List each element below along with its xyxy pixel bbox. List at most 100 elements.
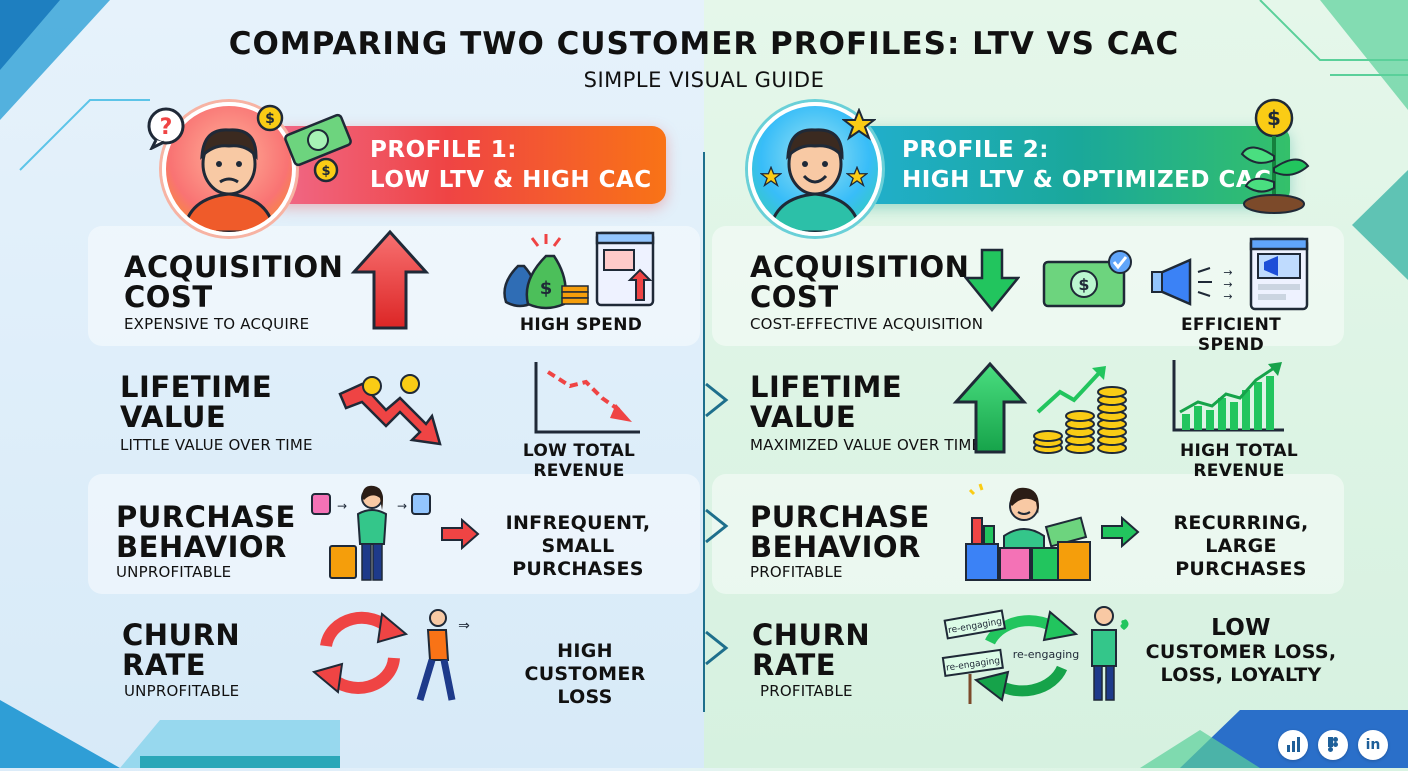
p2-acquisition-sub: COST-EFFECTIVE ACQUISITION (750, 315, 984, 333)
p2-lifetime-label: LIFETIME VALUE (750, 372, 902, 432)
p2-purchase-caption: RECURRING, LARGE PURCHASES (1140, 512, 1342, 581)
p1-churn-sub: UNPROFITABLE (124, 682, 240, 700)
star-icon (760, 166, 782, 188)
profile-2-title: PROFILE 2: (902, 137, 1049, 163)
p2-churn-label-line1: CHURN (752, 618, 871, 652)
p2-churn-caption: LOW CUSTOMER LOSS, LOSS, LOYALTY (1138, 616, 1344, 687)
red-right-arrow-icon (441, 518, 480, 550)
svg-text:$: $ (1267, 106, 1281, 130)
money-plant-icon: $ (1240, 98, 1310, 214)
red-up-arrow-icon (350, 229, 430, 330)
re-engaging-cycle-icon: re-engaging re-engaging re-engaging (941, 609, 1079, 704)
p2-lifetime-label-line1: LIFETIME (750, 370, 903, 404)
browser-ad-icon (1249, 237, 1309, 311)
p1-purchase-label-line1: PURCHASE (116, 500, 296, 534)
center-divider (703, 152, 705, 712)
divider-chevron-icon (705, 630, 729, 666)
chart-icon[interactable] (1278, 730, 1308, 760)
p1-lifetime-label-line2: VALUE (120, 400, 227, 434)
p2-acquisition-label-line1: ACQUISITION (750, 250, 970, 284)
p1-lifetime-label: LIFETIME VALUE (120, 372, 272, 432)
p1-purchase-label-line2: BEHAVIOR (116, 530, 287, 564)
svg-text:?: ? (160, 115, 173, 140)
p1-acquisition-label-line2: COST (124, 280, 213, 314)
p1-purchase-caption-line2: SMALL PURCHASES (512, 535, 644, 580)
svg-text:$: $ (265, 111, 275, 127)
p1-churn-caption: HIGH CUSTOMER LOSS (494, 640, 676, 709)
side-triangle-right (1352, 170, 1408, 280)
p2-purchase-label-line1: PURCHASE (750, 500, 930, 534)
page-title: COMPARING TWO CUSTOMER PROFILES: LTV VS … (228, 26, 1180, 62)
loyal-customer-icon (1091, 606, 1129, 701)
svg-text:→: → (1223, 266, 1232, 279)
p1-lifetime-label-line1: LIFETIME (120, 370, 273, 404)
svg-text:→: → (1223, 290, 1232, 303)
megaphone-icon: → → → (1151, 258, 1233, 306)
red-cycle-arrows-icon (311, 611, 409, 694)
star-icon (846, 166, 868, 188)
linkedin-icon[interactable]: in (1358, 730, 1388, 760)
corner-decoration-bottom-left (0, 700, 340, 768)
corner-decoration-top-left (0, 0, 150, 171)
p2-churn-label-line2: RATE (752, 648, 837, 682)
shopper-woman-icon: → → (311, 485, 431, 581)
p2-purchase-caption-line1: RECURRING, (1173, 512, 1309, 534)
divider-chevron-icon (705, 382, 729, 418)
flying-money-icon: $ $ (256, 104, 352, 183)
p1-acquisition-label: ACQUISITION COST (124, 252, 343, 312)
figma-icon[interactable] (1318, 730, 1348, 760)
row-bg-right-acquisition (712, 226, 1344, 346)
green-right-arrow-icon (1101, 516, 1140, 548)
money-bags-icon: $ (503, 234, 589, 310)
profile-2-subtitle: HIGH LTV & OPTIMIZED CAC (902, 167, 1272, 193)
coin-stacks-growth-icon (1033, 366, 1127, 454)
chart-icon-glyph (1287, 737, 1300, 752)
walking-away-person-icon: ⇒ (416, 609, 470, 702)
svg-text:→: → (397, 499, 407, 513)
p2-churn-caption-line3: LOSS, LOYALTY (1160, 664, 1322, 686)
corner-decoration-top-right (1259, 0, 1408, 110)
p1-purchase-label: PURCHASE BEHAVIOR (116, 502, 296, 562)
p1-acquisition-caption: HIGH SPEND (519, 315, 643, 335)
p1-churn-label: CHURN RATE (122, 620, 240, 680)
p2-acquisition-label: ACQUISITION COST (750, 252, 969, 312)
p1-purchase-caption-line1: INFREQUENT, (505, 512, 651, 534)
svg-text:→: → (337, 499, 347, 513)
p1-churn-label-line1: CHURN (122, 618, 241, 652)
question-bubble-icon: ? (147, 107, 185, 150)
declining-chart-icon (534, 362, 640, 434)
p1-churn-caption-line2: CUSTOMER LOSS (524, 663, 646, 708)
p2-churn-caption-line1: LOW (1211, 615, 1271, 641)
sad-person-icon (182, 128, 276, 232)
profile-1-subtitle: LOW LTV & HIGH CAC (370, 167, 652, 193)
p1-lifetime-caption: LOW TOTAL REVENUE (522, 441, 636, 481)
p2-acquisition-label-line2: COST (750, 280, 839, 314)
p2-churn-caption-line2: CUSTOMER LOSS, (1145, 641, 1337, 663)
svg-text:$: $ (321, 164, 330, 179)
growth-bar-chart-icon (1172, 360, 1284, 432)
p1-churn-caption-line1: HIGH (557, 640, 613, 662)
p1-purchase-sub: UNPROFITABLE (116, 563, 232, 581)
green-up-arrow-icon (952, 361, 1028, 454)
p2-churn-sub: PROFITABLE (760, 682, 853, 700)
figma-icon-glyph (1328, 737, 1338, 752)
row-bg-left-purchase (88, 474, 700, 594)
profile-1-title: PROFILE 1: (370, 137, 517, 163)
p2-purchase-caption-line2: LARGE PURCHASES (1175, 535, 1307, 580)
p2-purchase-label: PURCHASE BEHAVIOR (750, 502, 930, 562)
svg-text:$: $ (540, 278, 553, 299)
page-subtitle: SIMPLE VISUAL GUIDE (583, 68, 825, 92)
p2-purchase-label-line2: BEHAVIOR (750, 530, 921, 564)
profile-2-banner: PROFILE 2: HIGH LTV & OPTIMIZED CAC (820, 126, 1290, 204)
p1-acquisition-label-line1: ACQUISITION (124, 250, 344, 284)
re-engaging-sign-3: re-engaging (1013, 648, 1079, 661)
svg-text:⇒: ⇒ (458, 618, 470, 634)
svg-text:$: $ (1078, 275, 1089, 294)
star-icon (842, 108, 876, 141)
p2-lifetime-caption: HIGH TOTAL REVENUE (1180, 441, 1298, 481)
shopping-haul-icon (965, 483, 1091, 581)
p1-acquisition-sub: EXPENSIVE TO ACQUIRE (124, 315, 310, 333)
divider-chevron-icon (705, 508, 729, 544)
green-down-arrow-icon (964, 248, 1020, 312)
p1-churn-label-line2: RATE (122, 648, 207, 682)
